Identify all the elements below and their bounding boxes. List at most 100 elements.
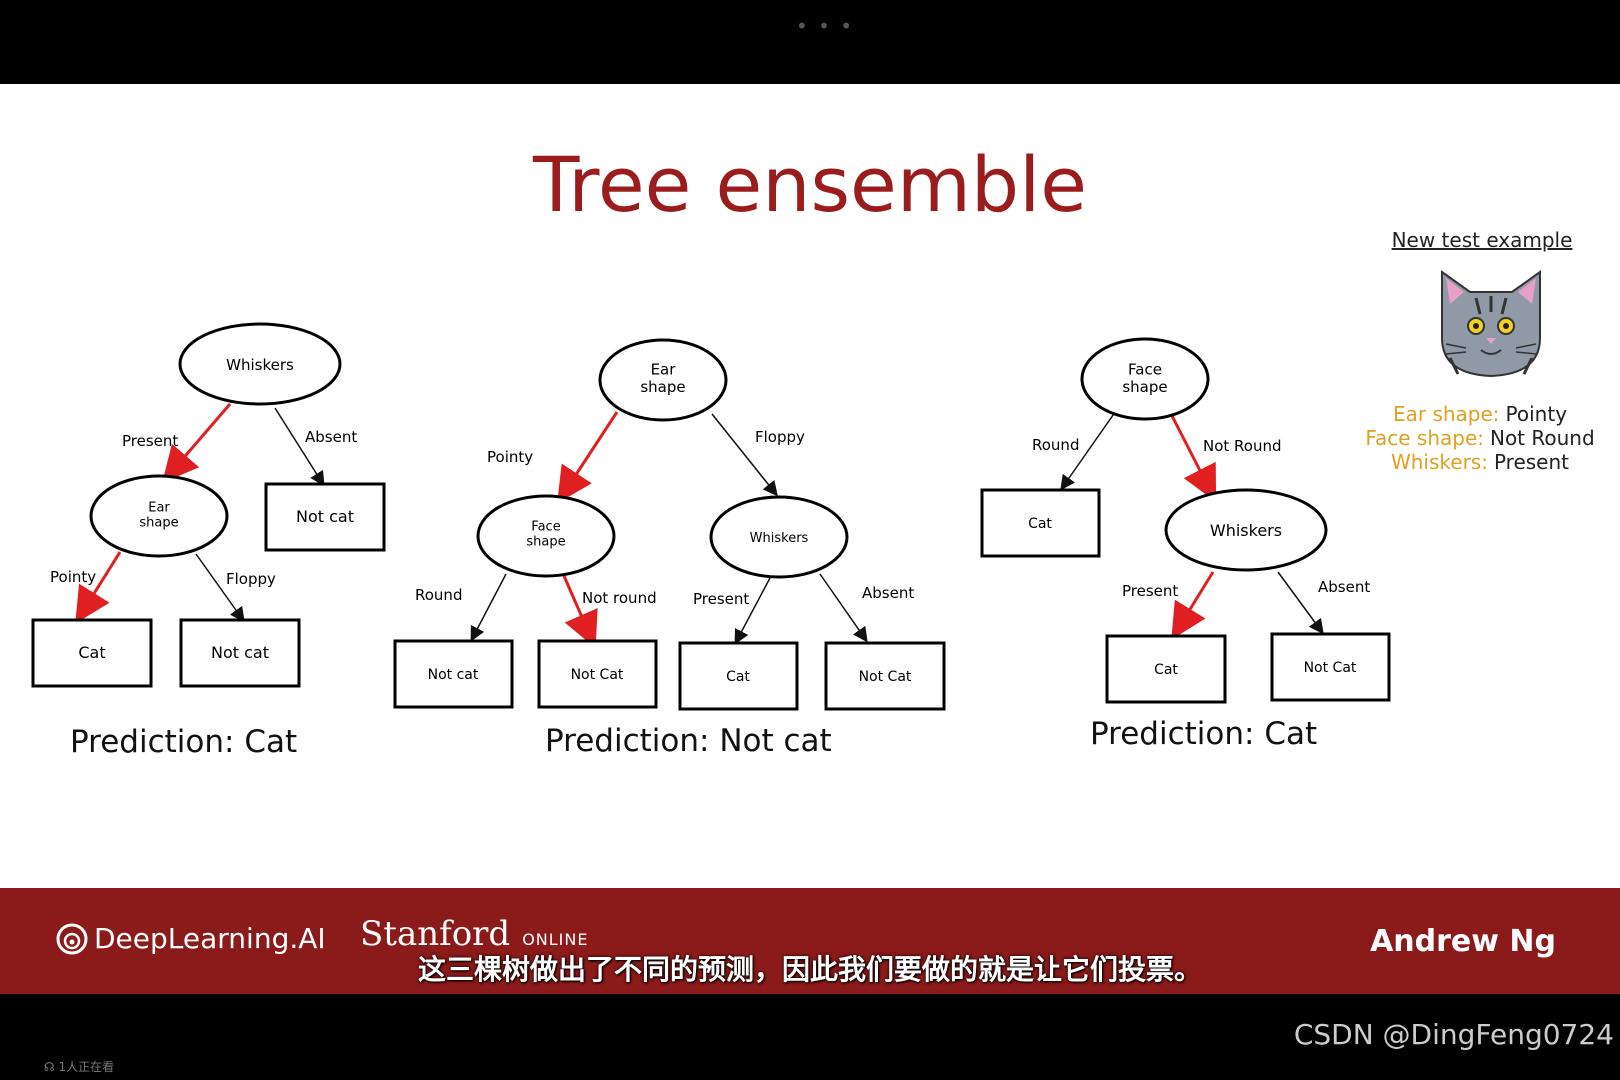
edge-t2-right-leaf2 [819, 573, 868, 643]
feature-key: Whiskers: [1390, 450, 1488, 474]
branch-t3-absent: Absent [1318, 578, 1370, 596]
node-t3-child-label: Whiskers [1210, 521, 1282, 540]
leaf-t1-right-label: Not cat [211, 643, 269, 662]
leaf-t2-4-label: Not Cat [859, 669, 912, 685]
leaf-t1-right [179, 618, 301, 688]
branch-t2-absent: Absent [862, 584, 914, 602]
branch-t1-pointy: Pointy [50, 568, 96, 586]
edge-t2-root-left [557, 411, 619, 504]
branch-t1-floppy: Floppy [226, 570, 276, 588]
branch-t2-pointy: Pointy [487, 448, 533, 466]
stanford-logo-text: Stanford [360, 914, 511, 954]
prediction-label: Prediction: [545, 723, 710, 759]
prediction-value: Cat [244, 724, 298, 760]
feature-key: Face shape: [1365, 426, 1484, 450]
branch-t2-present: Present [693, 590, 749, 608]
viewer-count-text: 1人正在看 [58, 1060, 115, 1074]
edge-t3-child-leaf-left [1171, 571, 1215, 640]
edge-t3-root-right [1166, 407, 1217, 503]
branch-t2-floppy: Floppy [755, 428, 805, 446]
deeplearning-logo: DeepLearning.AI [56, 922, 326, 955]
leaf-t2-3 [678, 641, 799, 711]
branch-t3-not-round: Not Round [1203, 437, 1282, 455]
leaf-t3-left-label: Cat [1154, 662, 1178, 678]
edge-t2-left-leaf2 [562, 575, 598, 649]
node-t1-root [178, 322, 342, 406]
new-test-features: Ear shape: Pointy Face shape: Not Round … [1346, 402, 1614, 474]
node-t2-right-child [709, 495, 849, 579]
feature-row: Face shape: Not Round [1346, 426, 1614, 450]
node-t3-root [1080, 337, 1210, 421]
feature-row: Whiskers: Present [1346, 450, 1614, 474]
slide-title: Tree ensemble [533, 140, 1087, 229]
node-t2-left-child [476, 494, 616, 578]
deeplearning-logo-text: DeepLearning.AI [94, 922, 326, 955]
cat-icon [1441, 270, 1541, 378]
feature-value: Not Round [1489, 426, 1595, 450]
video-subtitle: 这三棵树做出了不同的预测，因此我们要做的就是让它们投票。 [417, 953, 1202, 986]
leaf-t3-root-left [980, 488, 1101, 558]
prediction-tree-2: Prediction: Not cat [545, 723, 832, 759]
prediction-tree-3: Prediction: Cat [1090, 716, 1317, 752]
edge-t1-child-leaf-left [75, 551, 122, 624]
leaf-t2-2-label: Not Cat [571, 667, 624, 683]
edge-t3-root-left [1060, 407, 1119, 491]
branch-t1-present: Present [122, 432, 178, 450]
leaf-t1-left-label: Cat [78, 643, 105, 662]
leaf-t2-1 [393, 639, 514, 709]
branch-t2-not-round: Not round [582, 589, 657, 607]
deeplearning-logo-icon [56, 923, 88, 954]
branch-t3-present: Present [1122, 582, 1178, 600]
edge-t1-root-child [162, 403, 232, 483]
csdn-watermark: CSDN @DingFeng0724 [1293, 1018, 1614, 1051]
feature-value: Pointy [1505, 402, 1568, 426]
edge-t1-root-leaf [274, 407, 325, 487]
prediction-value: Cat [1264, 716, 1318, 752]
feature-row: Ear shape: Pointy [1346, 402, 1614, 426]
prediction-label: Prediction: [1090, 716, 1255, 752]
leaf-t2-4 [824, 641, 946, 711]
leaf-t3-root-left-label: Cat [1028, 516, 1052, 532]
edge-t3-child-leaf-right [1277, 571, 1324, 635]
node-t1-child [89, 474, 229, 558]
leaf-t3-right-label: Not Cat [1304, 660, 1357, 676]
leaf-t1-root-right [264, 482, 386, 552]
node-t3-child [1164, 488, 1328, 572]
branch-t3-round: Round [1032, 436, 1079, 454]
stanford-online-text: ONLINE [522, 930, 589, 949]
new-test-title: New test example [1391, 228, 1573, 252]
feature-key: Ear shape: [1392, 402, 1500, 426]
leaf-t3-right [1270, 632, 1391, 702]
new-test-panel: New test example [1352, 228, 1612, 252]
leaf-t1-root-right-label: Not cat [296, 507, 354, 526]
branch-t1-absent: Absent [305, 428, 357, 446]
video-footer: ☊ 1人正在看 CSDN @DingFeng0724 [0, 994, 1620, 1080]
branch-t2-round: Round [415, 586, 462, 604]
prediction-label: Prediction: [70, 724, 235, 760]
edge-t2-root-right [711, 413, 778, 497]
edge-t2-right-leaf1 [734, 577, 771, 645]
edge-t2-left-leaf1 [470, 573, 507, 642]
leaf-t2-3-label: Cat [726, 669, 750, 685]
node-t2-root [598, 338, 728, 422]
viewer-count: ☊ 1人正在看 [44, 1058, 114, 1075]
node-t1-root-label: Whiskers [226, 356, 294, 374]
leaf-t2-1-label: Not cat [428, 667, 479, 683]
leaf-t1-left [31, 618, 153, 688]
node-t2-right-child-label: Whiskers [750, 531, 809, 546]
menu-dots-icon[interactable]: • • • [796, 14, 855, 38]
stanford-online-logo: Stanford ONLINE [360, 914, 588, 954]
leaf-t3-left [1105, 634, 1227, 704]
video-top-bar: • • • [0, 0, 1620, 84]
prediction-tree-1: Prediction: Cat [70, 724, 297, 760]
